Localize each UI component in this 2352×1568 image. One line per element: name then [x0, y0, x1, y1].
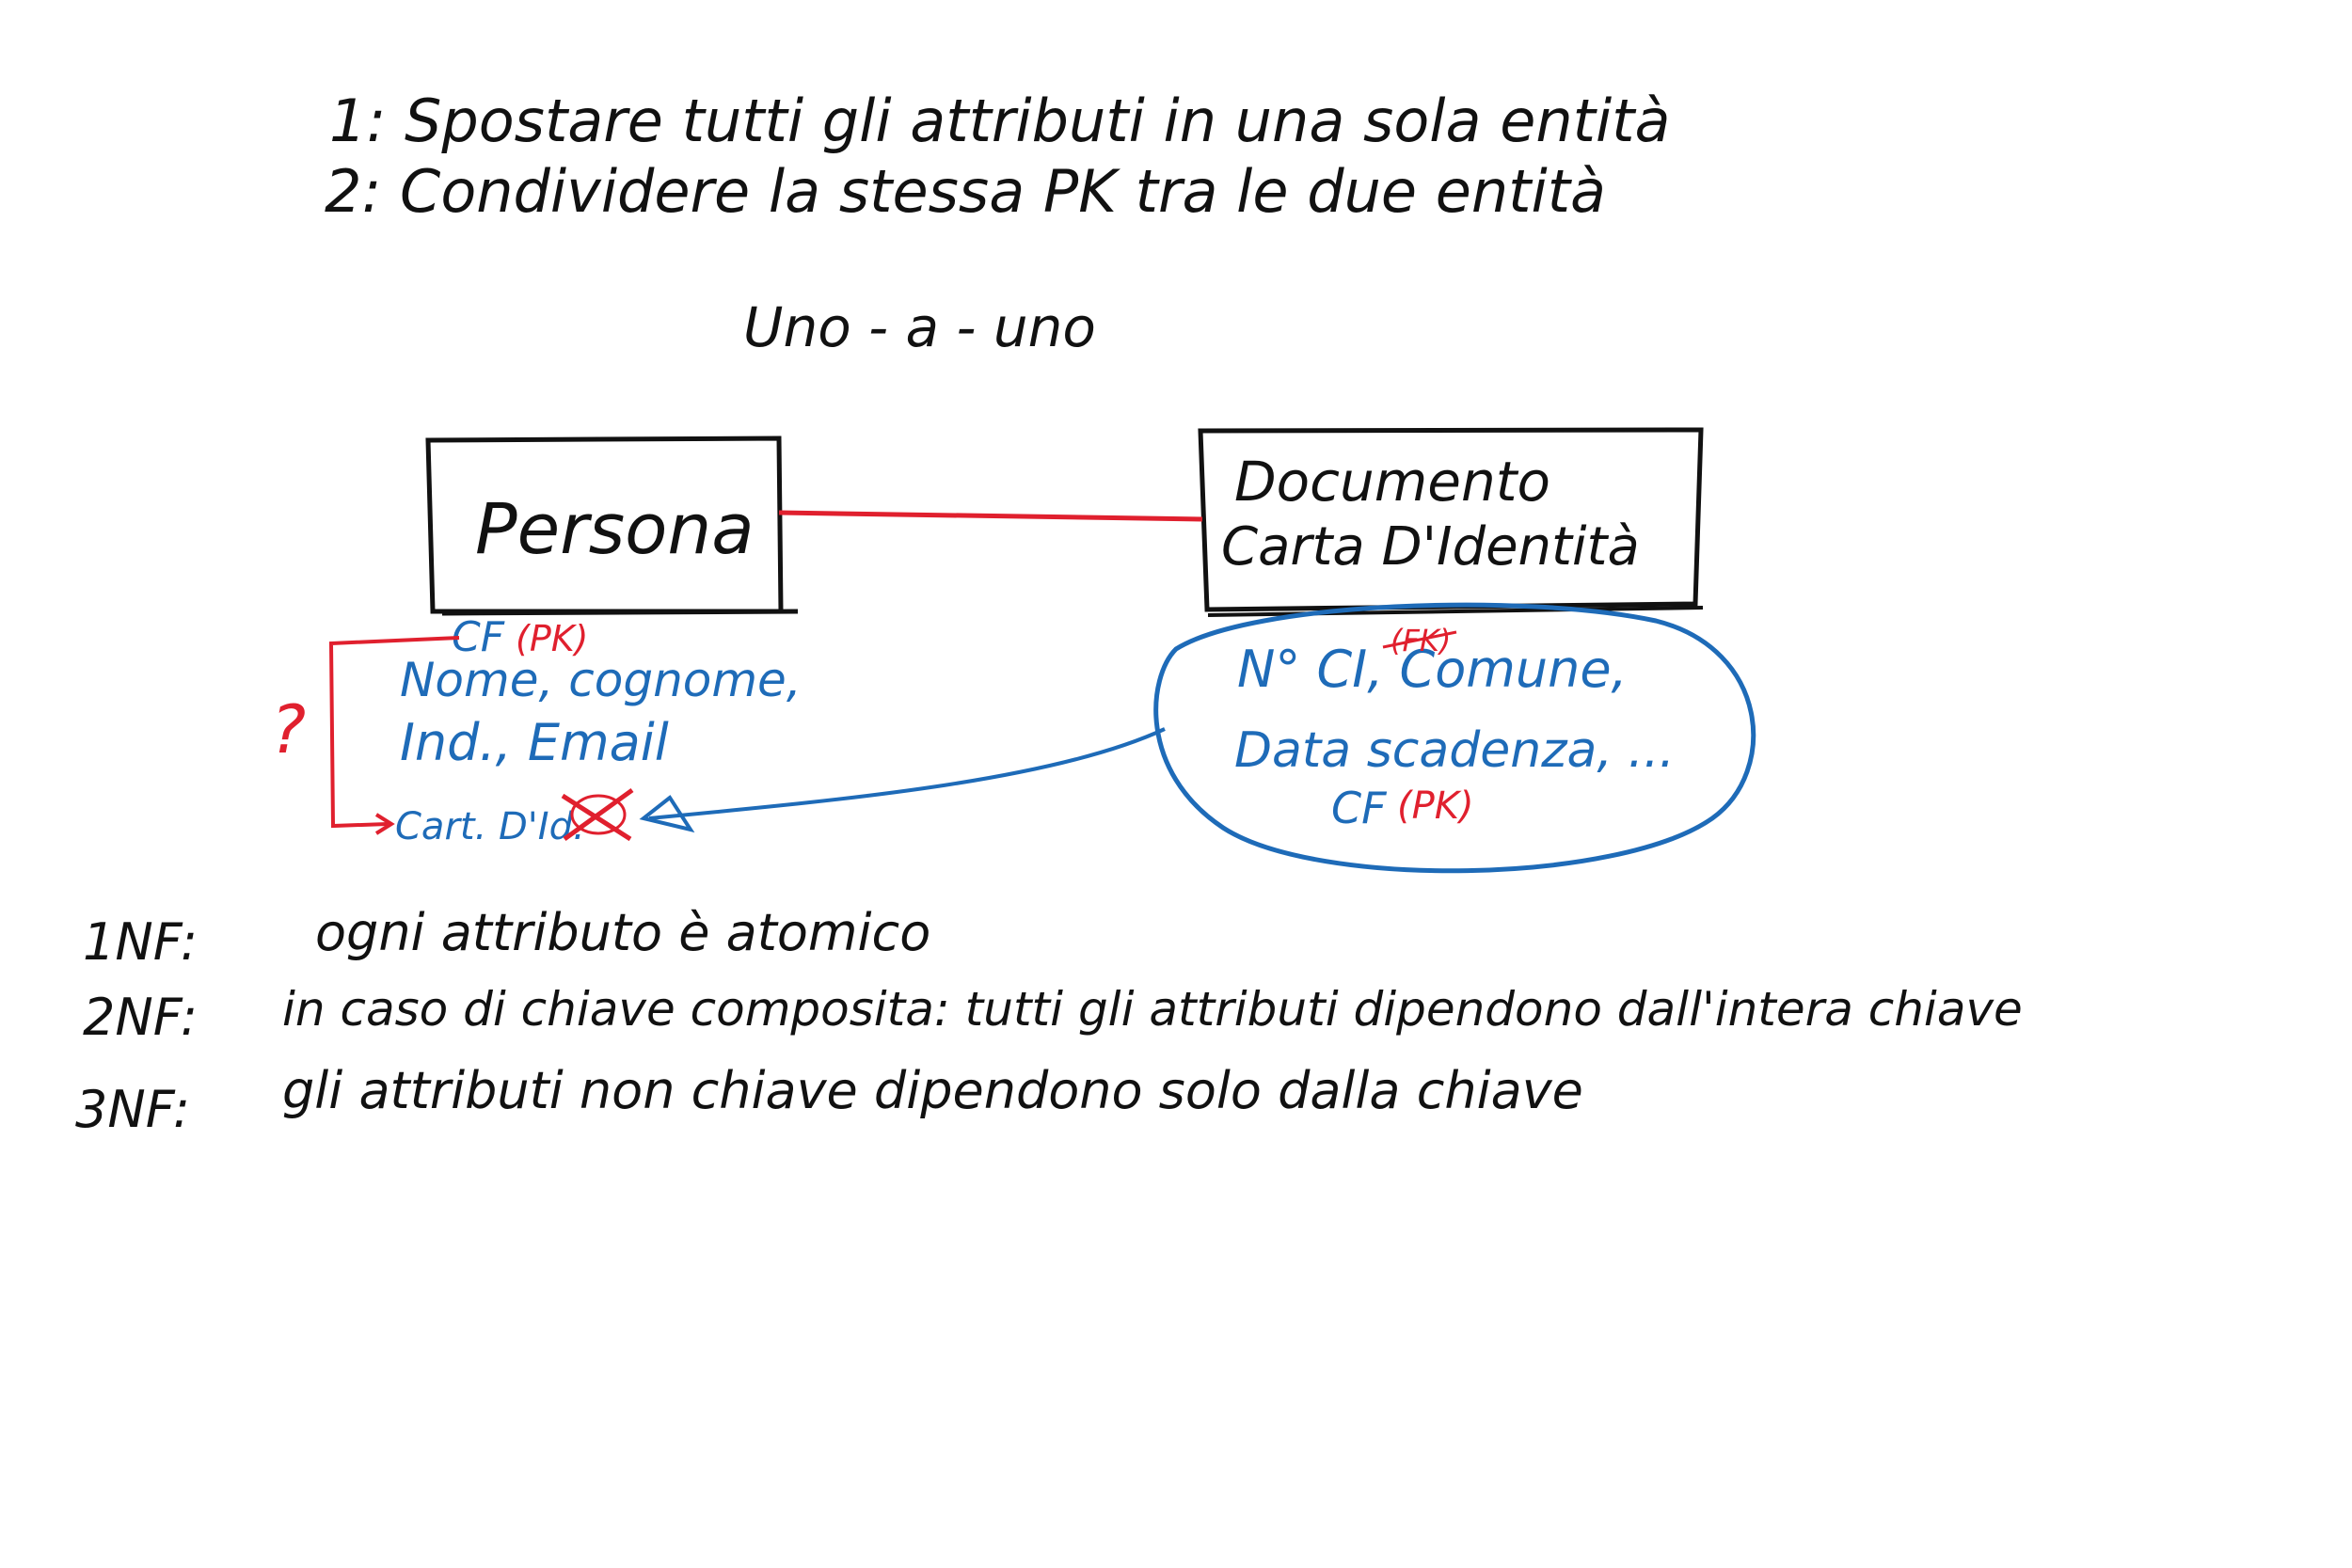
crossed-fk-mark: [561, 787, 634, 842]
header-line-2: 2: Condividere la stessa PK tra le due e…: [325, 157, 1606, 226]
entity-persona-shadow-line: [441, 609, 799, 616]
entity-documento-name-line1: Documento: [1234, 450, 1550, 514]
persona-attr-line1: Nome, cognome,: [400, 653, 802, 707]
fk-reference-arrow-line: [648, 727, 1166, 820]
entity-documento: Documento Carta D'Identità: [1198, 427, 1704, 617]
documento-attributes-ellipse: [1153, 602, 1756, 874]
documento-pk-tag: (PK): [1397, 784, 1474, 828]
relationship-line: [778, 510, 1203, 522]
nf1-text: ogni attributo è atomico: [315, 903, 930, 962]
fk-reference-arrowhead: [639, 795, 695, 833]
nf2-label: 2NF:: [83, 988, 198, 1047]
relation-title: Uno - a - uno: [743, 295, 1096, 359]
question-bracket-arrowhead: [374, 813, 395, 835]
documento-attributes: N° CI, Comune, (FK) Data scadenza, ... C…: [1153, 602, 1756, 874]
entity-persona: Persona: [425, 436, 799, 616]
question-bracket-line: [328, 636, 460, 829]
documento-attr-line2: Data scadenza, ...: [1234, 722, 1675, 779]
persona-pk-tag: (PK): [516, 618, 588, 659]
persona-attr-line3: Cart. D'Id.: [395, 805, 585, 848]
nf2-text: in caso di chiave composita: tutti gli a…: [282, 982, 2023, 1037]
documento-attr-line1: N° CI, Comune,: [1237, 640, 1628, 699]
persona-attr-line2: Ind., Email: [400, 713, 669, 772]
documento-fk-strike: [1382, 630, 1457, 649]
nf3-label: 3NF:: [75, 1080, 190, 1139]
nf1-label: 1NF:: [83, 912, 198, 972]
crossed-fk-circle: [570, 794, 627, 835]
fk-reference-arrow: [639, 727, 1166, 833]
normal-forms: 1NF: ogni attributo è atomico 2NF: in ca…: [75, 903, 2023, 1139]
documento-pk-attr: CF: [1331, 783, 1387, 833]
header-line-1: 1: Spostare tutti gli attributi in una s…: [329, 87, 1671, 155]
question-bracket: ?: [271, 636, 460, 835]
entity-persona-name: Persona: [475, 489, 755, 570]
entity-documento-box: [1198, 427, 1704, 612]
entity-documento-name-line2: Carta D'Identità: [1221, 516, 1640, 578]
question-mark: ?: [271, 691, 306, 768]
persona-pk-attr: CF: [452, 613, 505, 661]
persona-attributes: CF (PK) Nome, cognome, Ind., Email Cart.…: [395, 613, 802, 848]
nf3-text: gli attributi non chiave dipendono solo …: [282, 1061, 1583, 1120]
entity-documento-shadow-line: [1207, 606, 1704, 617]
